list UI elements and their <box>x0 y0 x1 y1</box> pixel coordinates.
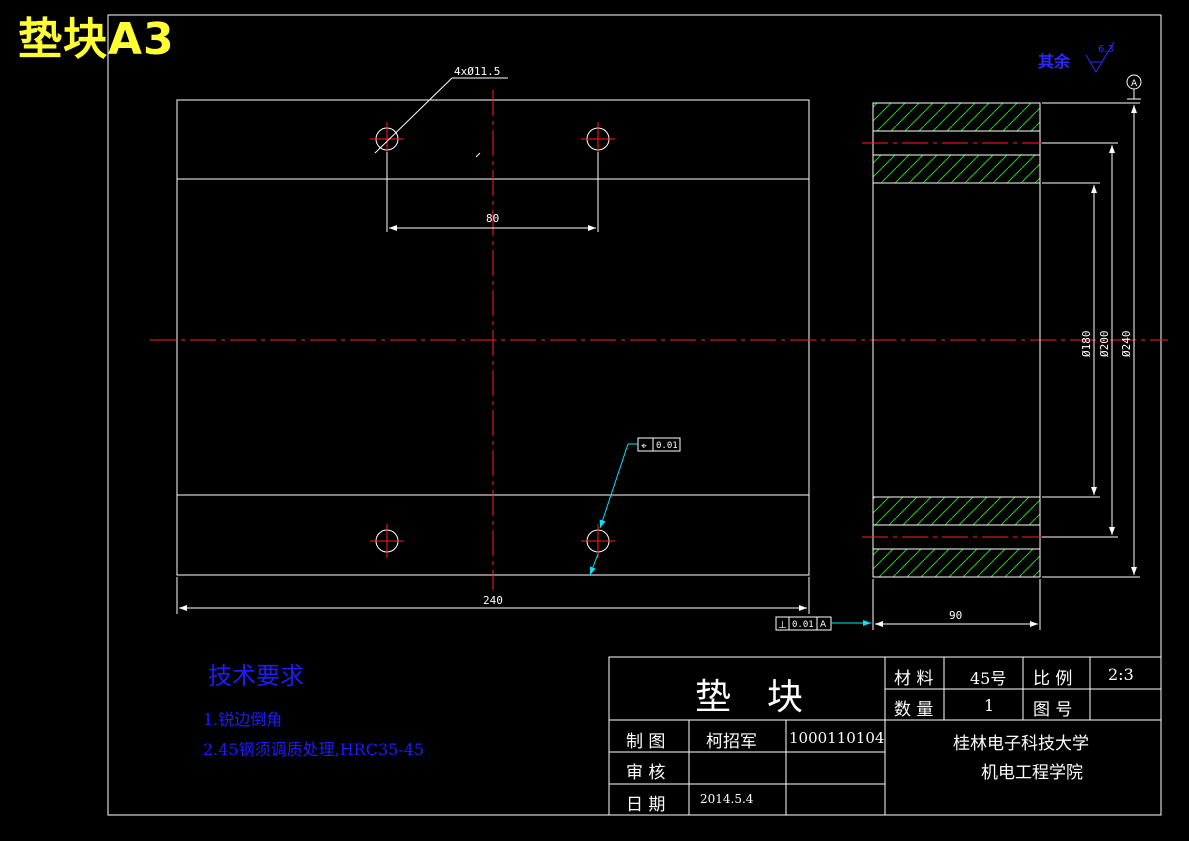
department-name: 机电工程学院 <box>981 763 1083 783</box>
tech-requirement-2: 2.45钢须调质处理,HRC35-45 <box>203 740 425 759</box>
tech-requirements-title: 技术要求 <box>208 662 304 690</box>
perpendicularity-tolerance: ⊥ 0.01 A <box>775 616 871 631</box>
perp-datum: A <box>820 620 827 630</box>
title-block-grid <box>608 656 1162 816</box>
width-dim-text: 240 <box>483 594 503 607</box>
hole-leader <box>374 77 508 154</box>
date-label: 日 期 <box>626 795 666 815</box>
drawing-no-label: 图 号 <box>1033 700 1073 720</box>
material-label: 材 料 <box>894 669 934 689</box>
thickness-dim-text: 90 <box>949 609 962 622</box>
datum-symbol <box>1126 74 1142 100</box>
perp-symbol: ⊥ <box>778 620 787 631</box>
drawn-by: 柯招军 <box>706 732 757 752</box>
diameter-dimensions <box>1042 102 1140 578</box>
bore-mid-text: Ø200 <box>1098 331 1111 358</box>
checked-label: 审 核 <box>626 763 666 783</box>
roughness-symbol <box>1085 41 1115 73</box>
bore-outer-text: Ø240 <box>1120 331 1133 358</box>
surface-note-label: 其余 <box>1038 52 1071 71</box>
school-name: 桂林电子科技大学 <box>953 734 1089 754</box>
centerlines <box>150 90 1168 590</box>
drawn-label: 制 图 <box>626 732 666 752</box>
quantity-value: 1 <box>984 696 995 715</box>
bore-inner-text: Ø180 <box>1080 331 1093 358</box>
part-name: 垫 块 <box>695 677 804 718</box>
sheet-border <box>107 14 1162 816</box>
mounting-holes <box>370 122 615 558</box>
width-dimension <box>176 577 810 614</box>
scale-value: 2:3 <box>1108 665 1134 684</box>
position-value: 0.01 <box>656 441 678 451</box>
position-tolerance: ⌖ 0.01 <box>589 437 681 576</box>
perp-value: 0.01 <box>792 620 814 630</box>
material-value: 45号 <box>970 669 1007 688</box>
scale-label: 比 例 <box>1033 669 1073 689</box>
student-id: 1000110104 <box>789 729 885 747</box>
datum-label: A <box>1131 79 1138 89</box>
quantity-label: 数 量 <box>894 700 934 720</box>
section-view <box>862 102 1050 578</box>
tech-requirement-1: 1.锐边倒角 <box>203 710 283 729</box>
spacing-dimension <box>386 152 599 232</box>
sheet-title: 垫块A3 <box>18 14 175 65</box>
thickness-dimension <box>872 579 1041 630</box>
date-value: 2014.5.4 <box>700 792 754 806</box>
hole-dim-text: 4xØ11.5 <box>454 65 500 78</box>
roughness-value: 6.3 <box>1098 44 1114 55</box>
spacing-dim-text: 80 <box>486 212 499 225</box>
position-symbol: ⌖ <box>641 441 647 452</box>
